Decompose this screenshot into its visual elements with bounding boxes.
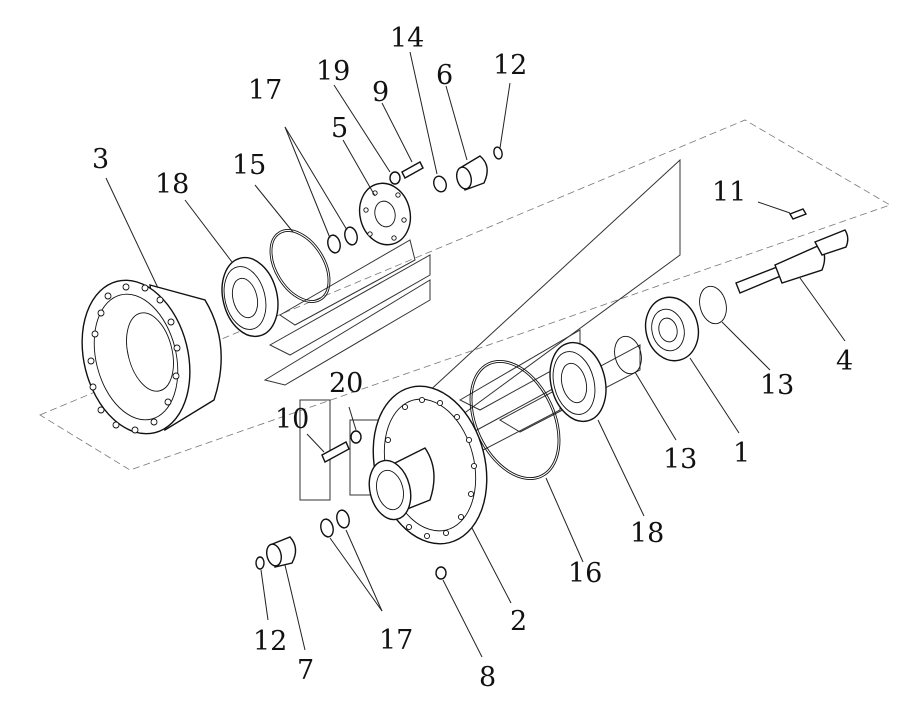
leader-lines	[105, 51, 846, 658]
callout-label: 8	[479, 662, 496, 693]
part-housing	[81, 279, 222, 435]
part-bolt-10	[321, 441, 350, 463]
callout-label: 12	[253, 626, 287, 657]
callout-label: 17	[379, 625, 413, 656]
housing-bolt-holes	[87, 283, 181, 434]
part-bearing-right	[549, 341, 607, 423]
callout-label: 14	[390, 23, 424, 54]
part-ring-12-upper	[493, 146, 503, 160]
callout-label: 11	[712, 177, 746, 208]
assembly-centerline	[39, 119, 891, 471]
part-key	[788, 208, 808, 220]
callout-label: 17	[248, 75, 282, 106]
part-flange-cover	[358, 182, 412, 246]
callout-label: 4	[836, 346, 853, 377]
part-shims-lower	[320, 509, 350, 538]
part-plug-8	[435, 566, 447, 580]
callout-label: 18	[630, 518, 664, 549]
callout-label: 10	[275, 404, 309, 435]
part-bearing-1	[644, 296, 700, 362]
part-shims-upper	[327, 226, 358, 254]
part-o-ring-16	[469, 360, 561, 480]
part-ring-12-lower	[255, 556, 265, 570]
callout-label: 16	[568, 558, 602, 589]
callout-label: 9	[372, 77, 389, 108]
part-gear-7	[266, 536, 297, 568]
callout-label: 19	[316, 56, 350, 87]
part-snap-ring-lower	[614, 335, 642, 375]
part-bolt-9	[401, 161, 424, 179]
callout-label: 3	[92, 144, 109, 175]
callout-label: 15	[232, 150, 266, 181]
part-ring-14	[433, 175, 447, 193]
callout-label: 13	[760, 370, 794, 401]
part-o-ring-large	[269, 229, 331, 303]
callout-label: 1	[733, 438, 750, 469]
part-snap-ring-upper	[699, 285, 727, 325]
part-shaft	[735, 229, 849, 294]
part-washer-20	[350, 430, 362, 444]
callout-label: 7	[297, 655, 314, 686]
callout-label: 6	[436, 60, 453, 91]
part-gear-6	[456, 155, 488, 191]
part-washer-19	[389, 171, 401, 185]
callout-label: 12	[493, 50, 527, 81]
callout-label: 18	[155, 169, 189, 200]
callout-label: 5	[331, 113, 348, 144]
callout-label: 13	[663, 444, 697, 475]
part-bearing-left	[221, 256, 279, 338]
part-hub	[368, 385, 488, 545]
callout-label: 20	[329, 368, 363, 399]
callout-label: 2	[510, 606, 527, 637]
callout-labels: 1 2 3 4 5 6 7 8 9 10 11 12 12 13 13 14 1…	[92, 23, 853, 693]
